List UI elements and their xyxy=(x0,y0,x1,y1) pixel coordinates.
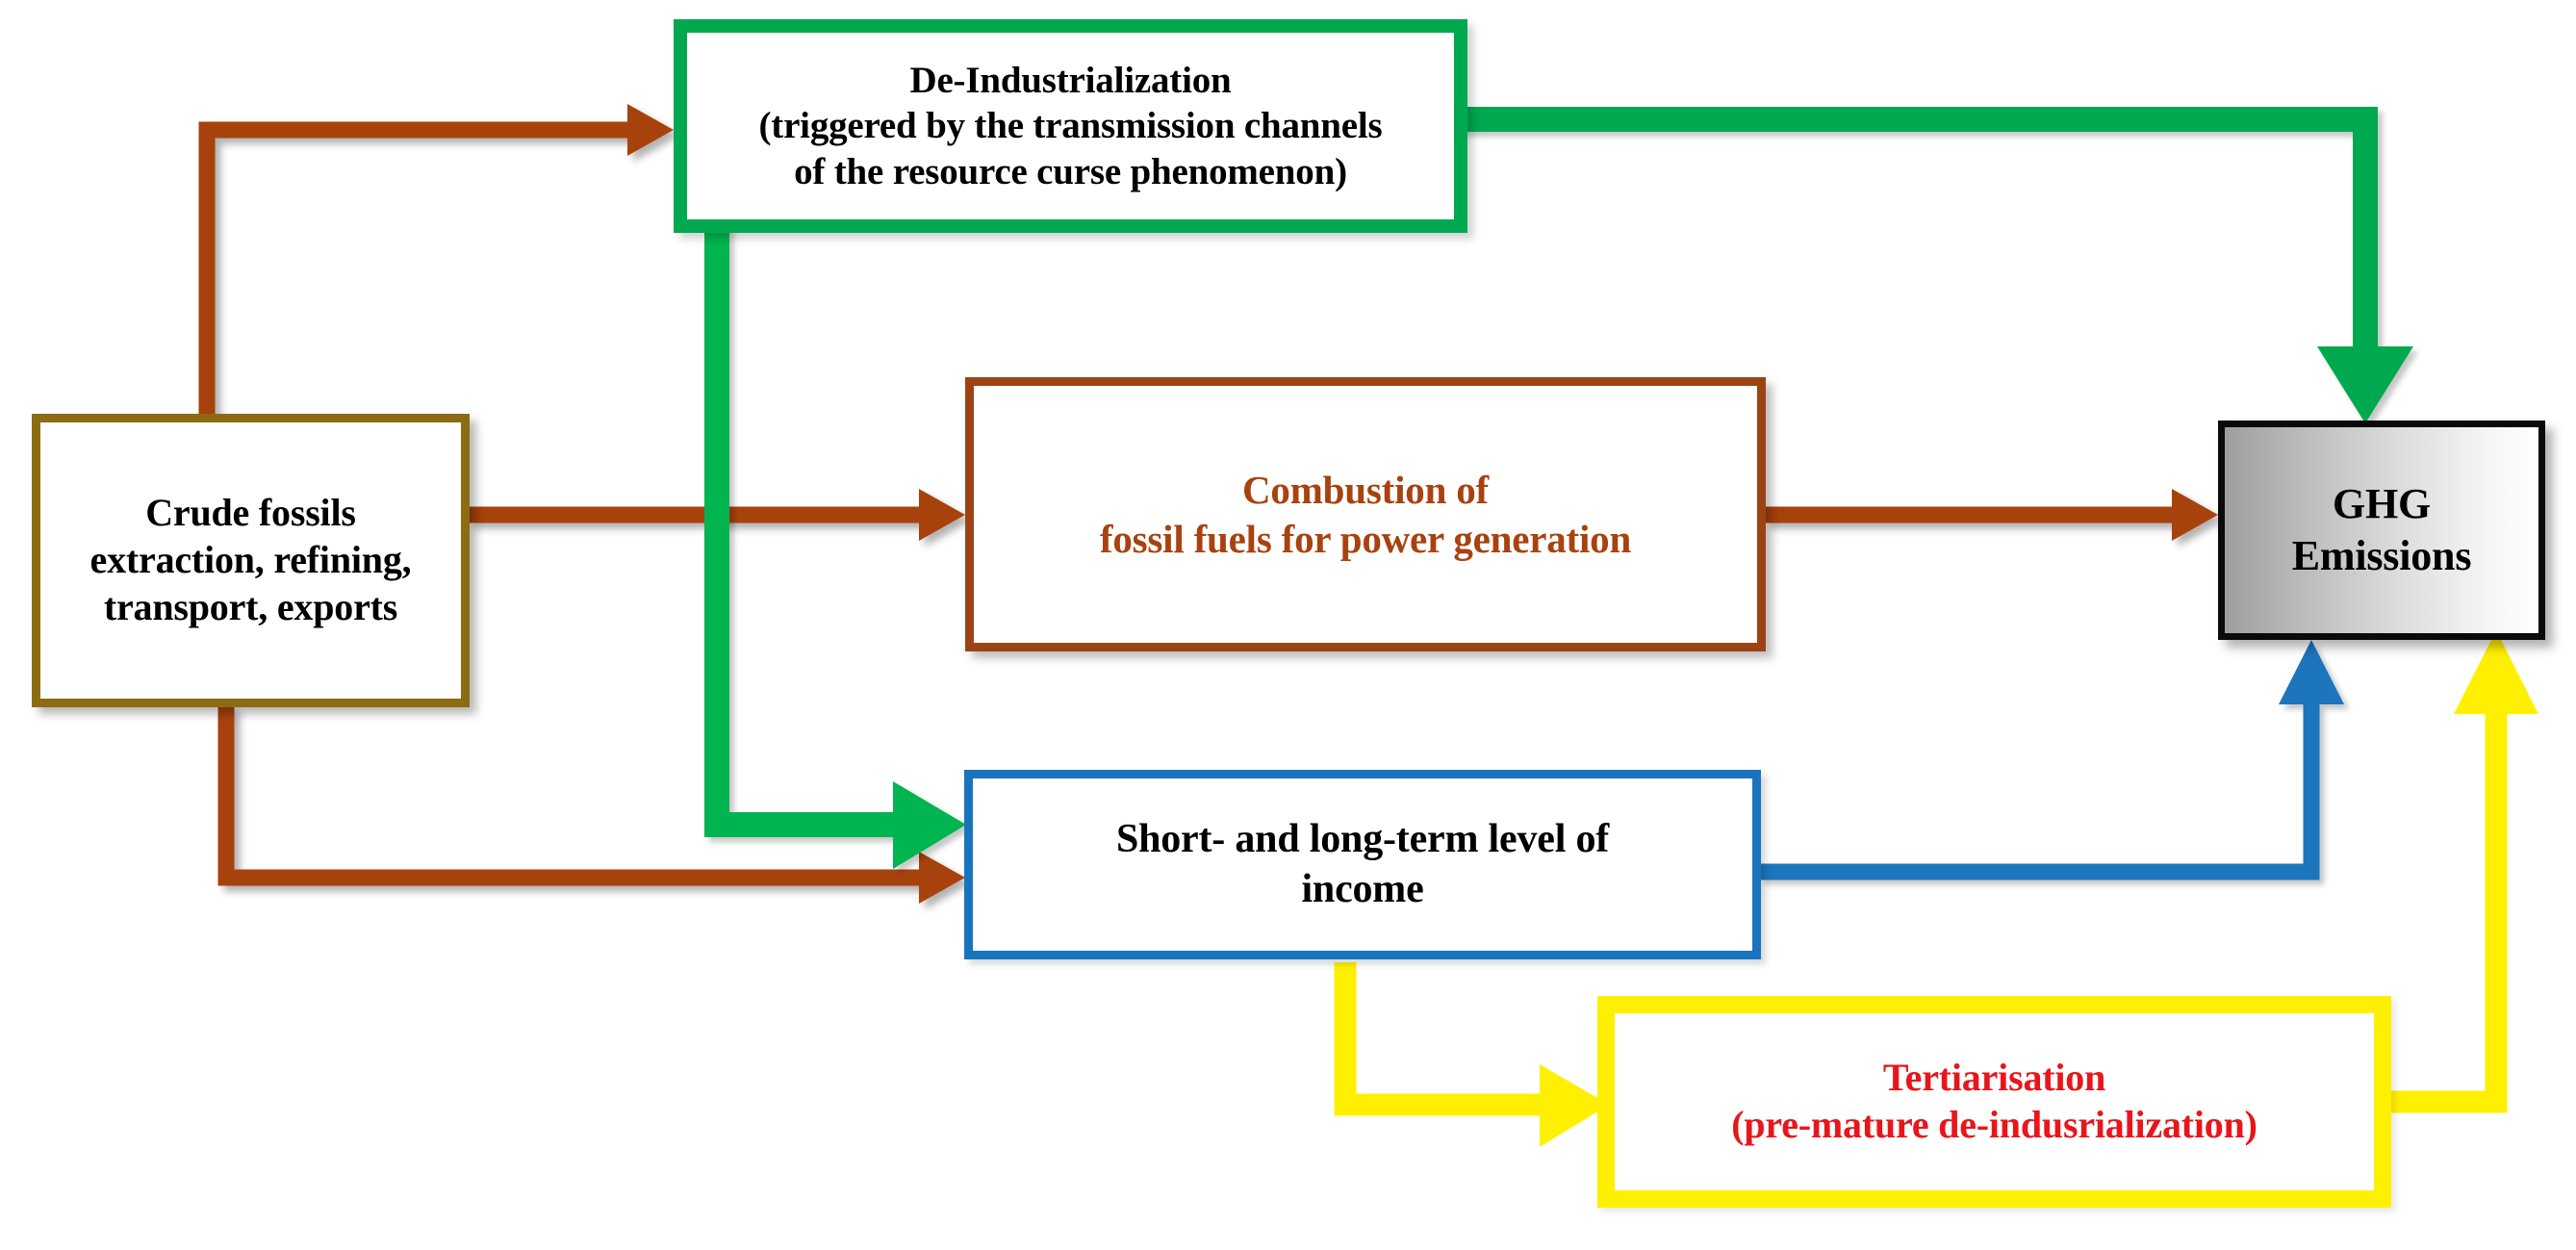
connector-crude-to-income xyxy=(217,705,965,904)
node-tertiarisation-label: Tertiarisation (pre-mature de-indusriali… xyxy=(1723,1055,2265,1149)
deind-line-2: (triggered by the transmission channels xyxy=(758,105,1383,147)
connector-income-to-ghg xyxy=(1759,640,2344,880)
connector-deindustrialization-to-income xyxy=(704,223,966,869)
node-crude-fossils-label: Crude fossils extraction, refining, tran… xyxy=(83,490,420,630)
node-ghg-emissions-label: GHG Emissions xyxy=(2284,478,2480,581)
node-income-label: Short- and long-term level of income xyxy=(1109,815,1617,913)
node-ghg-emissions[interactable]: GHG Emissions xyxy=(2218,421,2545,640)
combustion-line-2: fossil fuels for power generation xyxy=(1099,516,1632,561)
tertiarisation-line-2: (pre-mature de-indusrialization) xyxy=(1731,1103,2257,1146)
connector-combustion-to-ghg xyxy=(1764,489,2218,541)
combustion-line-1: Combustion of xyxy=(1242,468,1489,513)
node-short-and-long-term-income[interactable]: Short- and long-term level of income xyxy=(964,770,1761,959)
deind-line-1: De-Industrialization xyxy=(909,59,1232,101)
connector-crude-to-deindustrialization xyxy=(198,104,674,416)
node-crude-fossils[interactable]: Crude fossils extraction, refining, tran… xyxy=(32,414,470,707)
node-tertiarisation[interactable]: Tertiarisation (pre-mature de-indusriali… xyxy=(1597,996,2391,1208)
connector-income-to-tertiarisation xyxy=(1334,962,1609,1147)
node-de-industrialization-label: De-Industrialization (triggered by the t… xyxy=(752,58,1390,195)
node-de-industrialization[interactable]: De-Industrialization (triggered by the t… xyxy=(674,19,1467,233)
node-combustion-label: Combustion of fossil fuels for power gen… xyxy=(1092,466,1639,562)
crude-line-3: transport, exports xyxy=(103,584,398,628)
tertiarisation-line-1: Tertiarisation xyxy=(1882,1056,2106,1100)
connector-tertiarisation-to-ghg xyxy=(2386,630,2538,1113)
deind-line-3: of the resource curse phenomenon) xyxy=(794,150,1347,192)
crude-line-2: extraction, refining, xyxy=(89,538,412,582)
ghg-line-1: GHG xyxy=(2332,480,2432,528)
ghg-line-2: Emissions xyxy=(2291,532,2472,579)
income-line-1: Short- and long-term level of xyxy=(1115,817,1610,862)
node-combustion-of-fossil-fuels[interactable]: Combustion of fossil fuels for power gen… xyxy=(965,377,1766,651)
crude-line-1: Crude fossils xyxy=(145,491,356,535)
connector-crude-to-combustion xyxy=(468,489,965,541)
income-line-2: income xyxy=(1301,866,1424,911)
